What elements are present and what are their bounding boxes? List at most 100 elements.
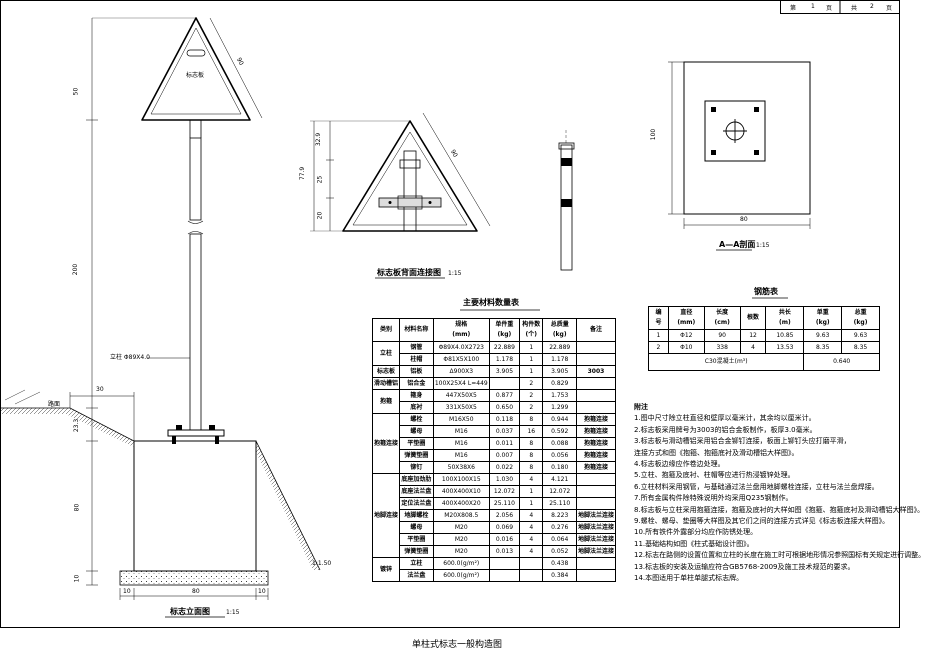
materials-cell (575, 401, 617, 414)
materials-category: 镀锌 (371, 557, 401, 582)
materials-cell: 2 (519, 401, 544, 414)
materials-cell: 平垫圈 (399, 533, 434, 546)
rebar-cell: 13.53 (765, 341, 805, 354)
materials-cell: 铝板 (399, 365, 434, 378)
materials-category: 滑动槽铝 (371, 377, 401, 390)
rebar-cell: 8.35 (841, 341, 880, 354)
materials-cell: 16 (519, 425, 544, 438)
materials-cell: 立柱 (399, 557, 434, 570)
note-item: 9.螺栓、螺母、垫圈等大样图及其它们之间的连接方式详见《标志板连接大样图》。 (634, 517, 890, 526)
materials-cell: 底座法兰盘 (399, 485, 434, 498)
concrete-label: C30混凝土(m³) (647, 353, 805, 371)
materials-cell: 8.223 (542, 509, 577, 522)
sheet-border (0, 0, 900, 628)
materials-cell: 地脚法兰连接 (575, 533, 617, 546)
materials-cell: 法兰盘 (399, 569, 434, 582)
materials-cell: 0.276 (542, 521, 577, 534)
materials-cell: 0.088 (542, 437, 577, 450)
materials-cell: 0.069 (488, 521, 521, 534)
note-item: 13.标志板的安装及运输应符合GB5768-2009及施工技术规范的要求。 (634, 562, 855, 571)
materials-cell (519, 557, 544, 570)
notes-heading: 附注 (634, 403, 648, 411)
dim-bottom-10a: 10 (123, 588, 131, 595)
materials-cell (575, 377, 617, 390)
materials-cell (575, 341, 617, 354)
materials-cell: 抱箍连接 (575, 449, 617, 462)
back-view-scale: 1:15 (448, 270, 462, 277)
materials-cell: 22.889 (542, 341, 577, 354)
materials-cell: M20 (432, 533, 490, 546)
materials-cell: 弹簧垫圈 (399, 449, 434, 462)
note-item: 4.标志板边缘应作卷边处理。 (634, 460, 725, 469)
materials-header-cell: 单件重(kg) (488, 318, 521, 342)
note-item: 8.标志板与立柱采用抱箍连接，抱箍及底衬的大样如图《抱箍、抱箍底衬及滑动槽铝大样… (634, 505, 925, 514)
materials-cell: 100X25X4 L=449 (432, 377, 490, 390)
materials-cell: 8 (519, 413, 544, 426)
materials-cell: 0.056 (542, 449, 577, 462)
rebar-cell: 338 (703, 341, 741, 354)
materials-cell: 4.121 (542, 473, 577, 486)
materials-cell: M20 (432, 521, 490, 534)
rebar-header-cell: 直径(mm) (667, 306, 705, 330)
materials-cell: 0.064 (542, 533, 577, 546)
materials-cell: 22.889 (488, 341, 521, 354)
materials-cell: 0.438 (542, 557, 577, 570)
section-dim-h: 100 (650, 128, 658, 141)
back-dim-329: 32.9 (315, 132, 323, 147)
rebar-header-cell: 长度(cm) (703, 306, 741, 330)
materials-cell: 螺栓 (399, 413, 434, 426)
materials-cell: 0.384 (542, 569, 577, 582)
section-view (668, 61, 811, 251)
materials-header-cell: 材料名称 (399, 318, 434, 342)
materials-cell: 1 (519, 341, 544, 354)
materials-cell: 1.178 (542, 353, 577, 366)
materials-cell: 地脚螺栓 (399, 509, 434, 522)
pole-label: 立柱 Φ89X4.0 (110, 354, 150, 361)
side-view (558, 130, 575, 271)
materials-cell (575, 497, 617, 510)
note-item: 7.所有金属构件除特殊说明外均采用Q235钢制作。 (634, 494, 793, 503)
materials-cell (575, 389, 617, 402)
total-pages: 2 (870, 3, 874, 10)
materials-cell: 柱帽 (399, 353, 434, 366)
materials-cell: 50X38X6 (432, 461, 490, 474)
sign-plate-back (342, 120, 478, 232)
materials-cell: 400X400X20 (432, 497, 490, 510)
materials-cell: 0.944 (542, 413, 577, 426)
materials-cell: 地脚法兰连接 (575, 545, 617, 558)
rebar-cell: 9.63 (803, 329, 843, 342)
materials-cell: 2 (519, 389, 544, 402)
materials-cell: M20X808.5 (432, 509, 490, 522)
note-item: 5.立柱、抱箍及底衬、柱帽等应进行热浸镀锌处理。 (634, 471, 795, 480)
materials-cell: 25.110 (542, 497, 577, 510)
materials-cell: 0.037 (488, 425, 521, 438)
materials-cell: M16 (432, 425, 490, 438)
note-item: 6.立柱材料采用钢管，与基础通过法兰盘用地脚螺栓连接，立柱与法兰盘焊接。 (634, 482, 879, 491)
materials-cell: M16X50 (432, 413, 490, 426)
rebar-header-row: 编号直径(mm)长度(cm)根数共长(m)单重(kg)总重(kg) (648, 306, 880, 330)
materials-cell: 0.007 (488, 449, 521, 462)
materials-category: 标志板 (371, 365, 401, 378)
materials-cell: Δ900X3 (432, 365, 490, 378)
materials-category: 抱箍连接 (371, 413, 401, 474)
rebar-cell: 8.35 (803, 341, 843, 354)
materials-cell: 0.180 (542, 461, 577, 474)
dim-50: 50 (72, 87, 80, 96)
materials-cell: 0.052 (542, 545, 577, 558)
materials-cell: 0.016 (488, 533, 521, 546)
materials-cell: 螺母 (399, 521, 434, 534)
materials-header-cell: 规格(mm) (432, 318, 490, 342)
materials-cell: 331X50X5 (432, 401, 490, 414)
